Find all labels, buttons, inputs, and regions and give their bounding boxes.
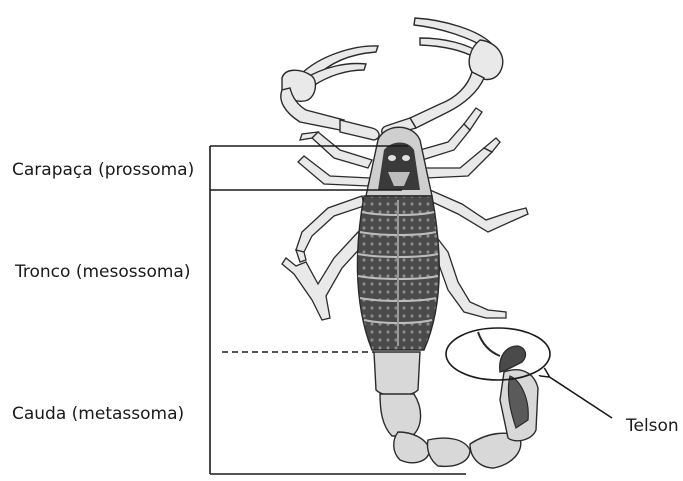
- right-pedipalp: [382, 18, 503, 136]
- label-carapace: Carapaça (prossoma): [12, 160, 194, 180]
- trunk-mesosoma: [357, 196, 439, 350]
- label-trunk: Tronco (mesossoma): [15, 262, 190, 282]
- left-pedipalp: [281, 46, 379, 140]
- telson-highlight-circle: [446, 328, 550, 380]
- telson-arrow: [548, 376, 612, 418]
- label-telson: Telson: [626, 416, 679, 436]
- label-tail: Cauda (metassoma): [12, 404, 184, 424]
